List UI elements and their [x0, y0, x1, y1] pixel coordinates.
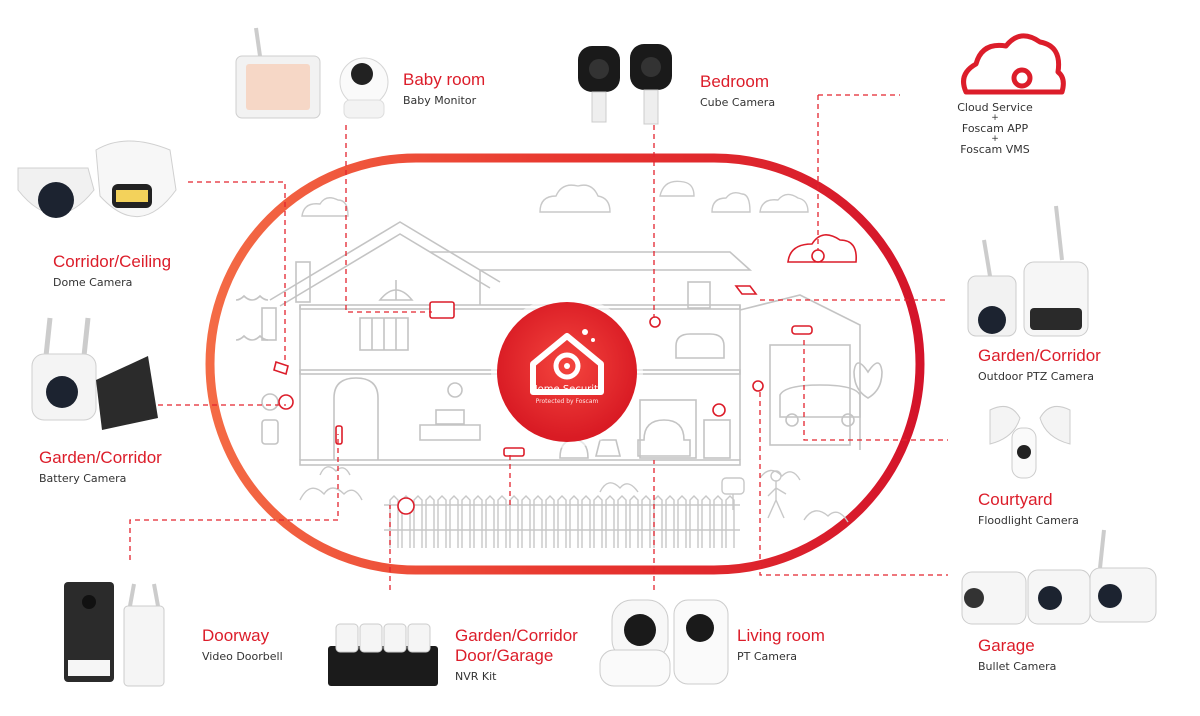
label-courtyard: Courtyard Floodlight Camera	[978, 490, 1079, 528]
hub-title: Home Security	[530, 384, 604, 395]
fence-picket	[521, 495, 531, 548]
fence-picket	[497, 495, 507, 548]
fence-picket	[605, 495, 615, 548]
label-subtitle: Outdoor PTZ Camera	[978, 370, 1094, 383]
label-subtitle: Floodlight Camera	[978, 514, 1079, 527]
label-baby-room: Baby room Baby Monitor	[403, 70, 485, 108]
home-security-hub: Home Security Protected by Foscam	[497, 302, 637, 442]
scenery-clouds	[301, 180, 809, 217]
label-title: Garden/Corridor	[455, 626, 578, 645]
video-doorbell-product	[64, 582, 165, 687]
fence-picket	[425, 495, 435, 548]
label-title-2: Door/Garage	[455, 646, 554, 665]
label-subtitle: Video Doorbell	[202, 650, 283, 663]
fence-picket	[413, 495, 423, 548]
fence-picket	[545, 495, 555, 548]
house-camera-icon	[530, 329, 604, 395]
fence-picket	[665, 495, 675, 548]
fence-picket	[677, 495, 687, 548]
label-title: Garden/Corridor	[978, 346, 1101, 365]
fence-picket	[437, 495, 447, 548]
house-illustration	[235, 221, 883, 466]
fence-and-bushes	[299, 466, 849, 548]
fence-picket	[485, 495, 495, 548]
fence-picket	[593, 495, 603, 548]
label-corridor-ceiling: Corridor/Ceiling Dome Camera	[53, 252, 171, 290]
house-device-markers	[273, 234, 857, 515]
fence-picket	[701, 495, 711, 548]
battery-camera-product	[31, 317, 158, 430]
cloud-plus-2: +	[991, 134, 999, 144]
fence-picket	[581, 495, 591, 548]
label-garage: Garage Bullet Camera	[978, 636, 1056, 674]
label-subtitle: NVR Kit	[455, 670, 497, 683]
label-garden-ptz: Garden/Corridor Outdoor PTZ Camera	[978, 346, 1101, 384]
label-title: Garage	[978, 636, 1035, 655]
nvr-kit-product	[328, 623, 438, 686]
fence-picket	[617, 495, 627, 548]
cloud-plus-1: +	[991, 113, 999, 123]
fence-picket	[641, 495, 651, 548]
fence-picket	[557, 495, 567, 548]
cloud-service-text: Cloud Service + Foscam APP + Foscam VMS	[945, 102, 1045, 156]
cloud-icon	[961, 33, 1066, 95]
fence-picket	[473, 495, 483, 548]
cloud-line-2: Foscam APP	[961, 122, 1029, 135]
cube-camera-product	[578, 44, 672, 125]
label-nvr-kit: Garden/Corridor Door/Garage NVR Kit	[455, 626, 578, 684]
fence-picket	[689, 495, 699, 548]
label-living-room: Living room PT Camera	[737, 626, 825, 664]
label-title: Living room	[737, 626, 825, 645]
fence-picket	[509, 495, 519, 548]
baby-monitor-product	[235, 27, 389, 119]
label-doorway: Doorway Video Doorbell	[202, 626, 283, 664]
ptz-camera-product	[967, 205, 1089, 337]
connector-lines	[129, 94, 948, 590]
label-title: Corridor/Ceiling	[53, 252, 172, 271]
label-subtitle: Bullet Camera	[978, 660, 1057, 673]
fence-picket	[401, 495, 411, 548]
fence-picket	[713, 495, 723, 548]
fence-picket	[461, 495, 471, 548]
floodlight-camera-product	[989, 405, 1071, 479]
label-subtitle: Dome Camera	[53, 276, 133, 289]
house-frame	[205, 153, 925, 575]
label-title: Baby room	[403, 70, 486, 89]
label-title: Courtyard	[978, 490, 1053, 509]
label-subtitle: Battery Camera	[39, 472, 127, 485]
cloud-line-1: Cloud Service	[957, 101, 1033, 114]
fence-picket	[449, 495, 459, 548]
dome-camera-product	[17, 140, 177, 218]
label-subtitle: Baby Monitor	[403, 94, 477, 107]
fence-picket	[389, 495, 399, 548]
label-subtitle: PT Camera	[737, 650, 798, 663]
label-garden-battery: Garden/Corridor Battery Camera	[39, 448, 162, 486]
fence-picket	[569, 495, 579, 548]
bullet-camera-product	[961, 529, 1157, 625]
label-title: Doorway	[202, 626, 270, 645]
fence-picket	[725, 495, 735, 548]
fence-picket	[629, 495, 639, 548]
pt-camera-product	[599, 599, 729, 687]
fence-picket	[533, 495, 543, 548]
fence-picket	[653, 495, 663, 548]
label-subtitle: Cube Camera	[700, 96, 776, 109]
label-title: Bedroom	[700, 72, 769, 91]
hub-subtitle: Protected by Foscam	[535, 398, 599, 405]
label-bedroom: Bedroom Cube Camera	[700, 72, 775, 110]
label-title: Garden/Corridor	[39, 448, 162, 467]
cloud-line-3: Foscam VMS	[960, 143, 1030, 156]
